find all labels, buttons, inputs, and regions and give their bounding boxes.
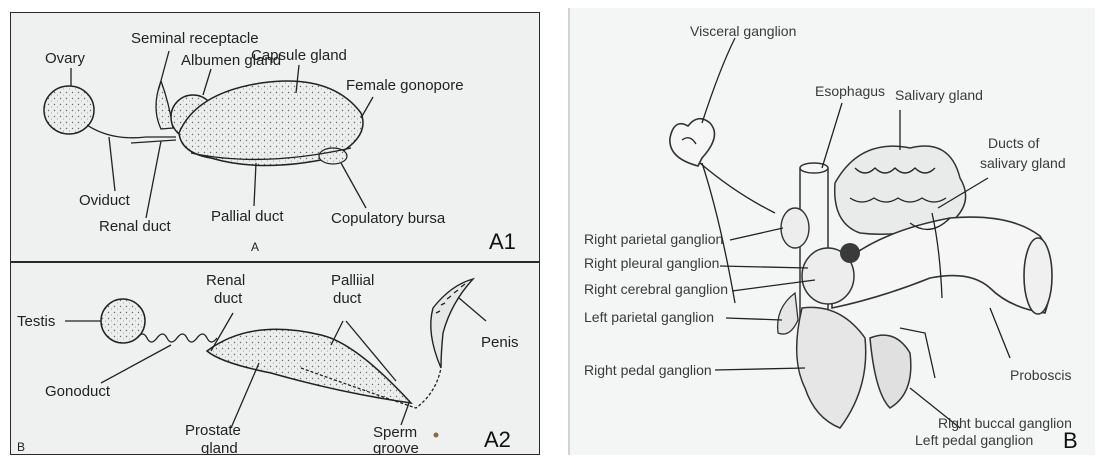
label-testis: Testis [17,313,55,330]
left-pedal-ganglion-shape [870,335,911,408]
right-parietal-ganglion-shape [781,208,809,248]
gonoduct-shape [137,334,217,342]
label-capsule-gland: Capsule gland [251,47,347,64]
ovary-shape [44,86,94,134]
label-renal-duct-line2: duct [214,290,243,307]
label-seminal-receptacle: Seminal receptacle [131,30,259,47]
speck-dot [434,433,439,438]
ganglion-diagram: Visceral ganglion Esophagus Salivary gla… [570,8,1095,455]
label-oviduct: Oviduct [79,192,131,209]
label-esophagus: Esophagus [815,83,885,99]
label-proboscis: Proboscis [1010,367,1071,383]
visceral-ganglion-shape [670,119,715,166]
label-renal-duct: Renal duct [99,218,172,235]
label-prostate-line1: Prostate [185,422,241,439]
label-sperm-line2: groove [373,440,419,455]
panel-a2-male-reproductive: Renal duct Palliial duct Testis Penis Go… [10,262,540,455]
sublabel-a: A [251,240,259,254]
label-female-gonopore: Female gonopore [346,77,464,94]
prostate-gland-shape [207,329,411,403]
label-right-pleural-ganglion: Right pleural ganglion [584,255,719,271]
penis-shape [431,279,473,368]
label-salivary-gland: Salivary gland [895,87,983,103]
label-pallial-duct: Pallial duct [211,208,284,225]
label-ovary: Ovary [45,50,86,67]
label-gonoduct: Gonoduct [45,383,111,400]
label-ducts-line1: Ducts of [988,135,1039,151]
seminal-receptacle-shape [156,81,173,129]
right-pedal-ganglion-shape [797,307,866,428]
label-renal-duct-line1: Renal [206,272,245,289]
label-sperm-line1: Sperm [373,424,417,441]
label-prostate-line2: gland [201,440,238,455]
female-reproductive-diagram: Ovary Seminal receptacle Albumen gland C… [11,13,540,262]
label-right-parietal-ganglion: Right parietal ganglion [584,231,723,247]
panel-b-nervous-system: Visceral ganglion Esophagus Salivary gla… [570,8,1095,455]
male-reproductive-diagram: Renal duct Palliial duct Testis Penis Go… [11,263,540,455]
label-visceral-ganglion: Visceral ganglion [690,23,796,39]
label-penis: Penis [481,334,519,351]
label-pallial-duct-line2: duct [333,290,362,307]
label-left-parietal-ganglion: Left parietal ganglion [584,309,714,325]
sublabel-b: B [17,440,25,454]
label-pallial-duct-line1: Palliial [331,272,374,289]
panel-a1-female-reproductive: Ovary Seminal receptacle Albumen gland C… [10,12,540,262]
label-copulatory-bursa: Copulatory bursa [331,210,446,227]
label-left-pedal-ganglion: Left pedal ganglion [915,432,1033,448]
label-right-pedal-ganglion: Right pedal ganglion [584,362,712,378]
label-ducts-line2: salivary gland [980,155,1066,171]
panel-tag-b: B [1063,428,1078,453]
label-right-cerebral-ganglion: Right cerebral ganglion [584,281,728,297]
panel-tag-a1: A1 [489,229,516,254]
panel-tag-a2: A2 [484,427,511,452]
label-right-buccal-ganglion: Right buccal ganglion [938,415,1072,431]
